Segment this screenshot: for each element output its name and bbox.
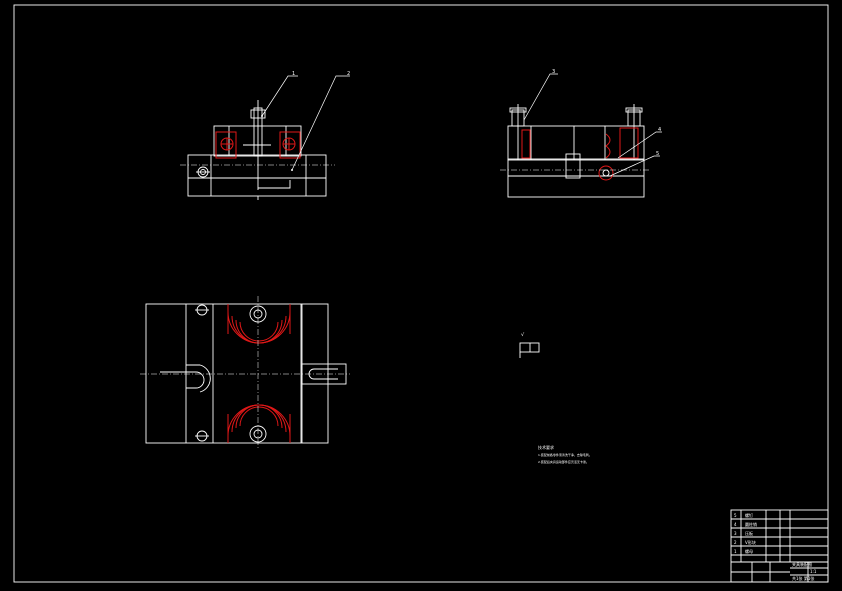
svg-text:1: 1 [734, 549, 737, 554]
svg-text:螺钉: 螺钉 [745, 512, 753, 518]
drawing-name: 夹具装配图 [792, 561, 812, 567]
svg-text:√: √ [521, 332, 525, 338]
notes-title: 技术要求 [538, 444, 554, 450]
balloon-front-1: 1 [292, 71, 295, 77]
top-base-outline [145, 303, 329, 444]
note-2: 2.装配后夹具运动部件应灵活无卡滞。 [538, 459, 589, 464]
balloon-side-5: 5 [656, 151, 659, 157]
front-view: 1 2 [180, 71, 350, 200]
svg-text:2: 2 [734, 540, 737, 545]
sheet-info: 共1张 第1张 [792, 575, 814, 581]
roughness-symbol: √ [519, 332, 540, 358]
svg-text:压板: 压板 [745, 530, 753, 536]
side-upper-block [507, 125, 645, 161]
svg-text:4: 4 [734, 522, 737, 527]
svg-text:螺母: 螺母 [745, 548, 753, 554]
drawing-border [13, 4, 829, 583]
top-view [140, 296, 350, 450]
note-1: 1.装配前各零件须清洗干净，去除毛刺。 [538, 452, 592, 457]
svg-text:圆柱销: 圆柱销 [745, 521, 757, 527]
scale: 1:1 [810, 569, 817, 574]
technical-notes: 技术要求 1.装配前各零件须清洗干净，去除毛刺。 2.装配后夹具运动部件应灵活无… [538, 444, 592, 464]
balloon-side-4: 4 [658, 127, 661, 133]
balloon-side-3: 3 [552, 69, 555, 75]
front-base-plate [187, 154, 327, 197]
balloon-front-2: 2 [347, 71, 350, 77]
side-view: 3 4 5 [500, 69, 662, 198]
svg-text:3: 3 [734, 531, 737, 536]
svg-text:V形块: V形块 [745, 539, 756, 545]
side-base-plate [507, 158, 645, 198]
svg-text:5: 5 [734, 513, 737, 518]
title-block: 5 螺钉 4 圆柱销 3 压板 2 V形块 1 螺母 夹具装配图 1:1 共1张… [730, 509, 829, 583]
